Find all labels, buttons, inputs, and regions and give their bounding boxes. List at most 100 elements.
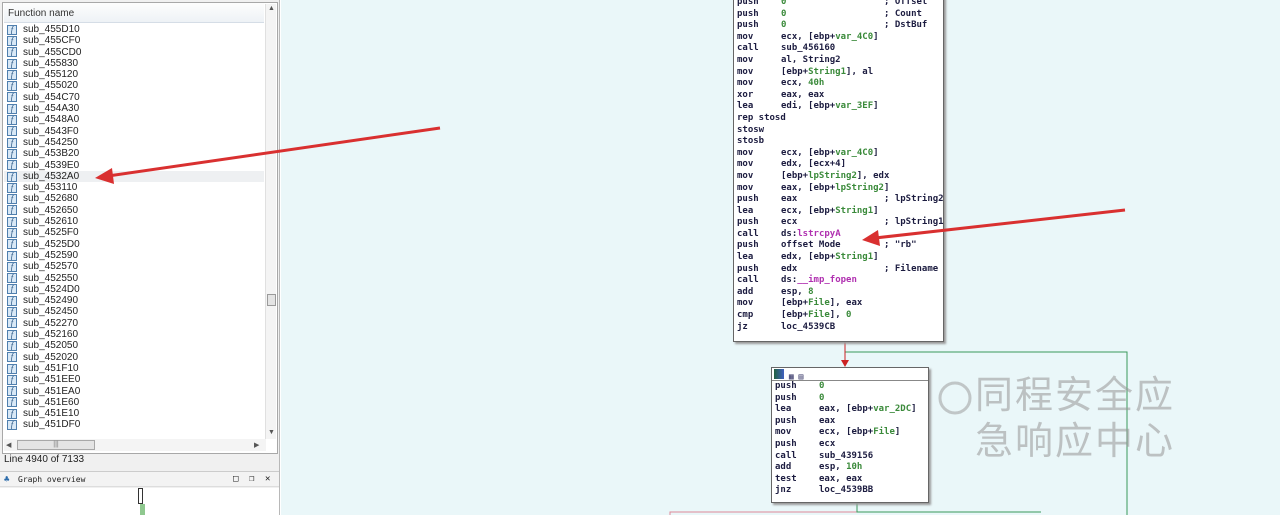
graph-overview-canvas[interactable] [0, 488, 279, 515]
code-line[interactable]: mov[ebp+lpString2], edx [734, 171, 943, 183]
code-line[interactable]: stosw [734, 125, 943, 137]
text-view-icon[interactable]: ▤ [798, 372, 804, 381]
scroll-up-icon[interactable]: ▲ [268, 5, 275, 12]
graph-icon[interactable]: ▦ [788, 372, 794, 381]
scroll-down-icon[interactable]: ▼ [268, 429, 275, 436]
color-icon[interactable] [774, 369, 784, 379]
scrollbar-thumb[interactable]: ||| [17, 440, 95, 450]
vertical-scrollbar[interactable]: ▲▼ [265, 4, 276, 439]
column-header-function-name[interactable]: Function name [4, 3, 264, 23]
code-line[interactable]: rep stosd [734, 113, 943, 125]
code-line[interactable]: mov[ebp+File], eax [734, 298, 943, 310]
code-line[interactable]: cmp[ebp+File], 0 [734, 310, 943, 322]
horizontal-scrollbar[interactable]: ◀ ||| ▶ [4, 439, 266, 451]
scrollbar-thumb[interactable] [267, 294, 276, 306]
function-name: sub_451DF0 [23, 419, 81, 431]
maximize-icon[interactable]: □ [233, 474, 239, 484]
overview-viewport[interactable] [138, 488, 143, 504]
restore-icon[interactable]: ❐ [249, 474, 255, 484]
scroll-right-icon[interactable]: ▶ [254, 442, 260, 449]
operand: eax [819, 415, 836, 426]
code-line[interactable]: mov[ebp+String1], al [734, 67, 943, 79]
code-line[interactable]: stosb [734, 136, 943, 148]
mnemonic: push [737, 217, 759, 228]
function-icon: f [7, 92, 17, 103]
close-icon[interactable]: ✕ [265, 474, 271, 484]
scroll-left-icon[interactable]: ◀ [6, 442, 12, 449]
